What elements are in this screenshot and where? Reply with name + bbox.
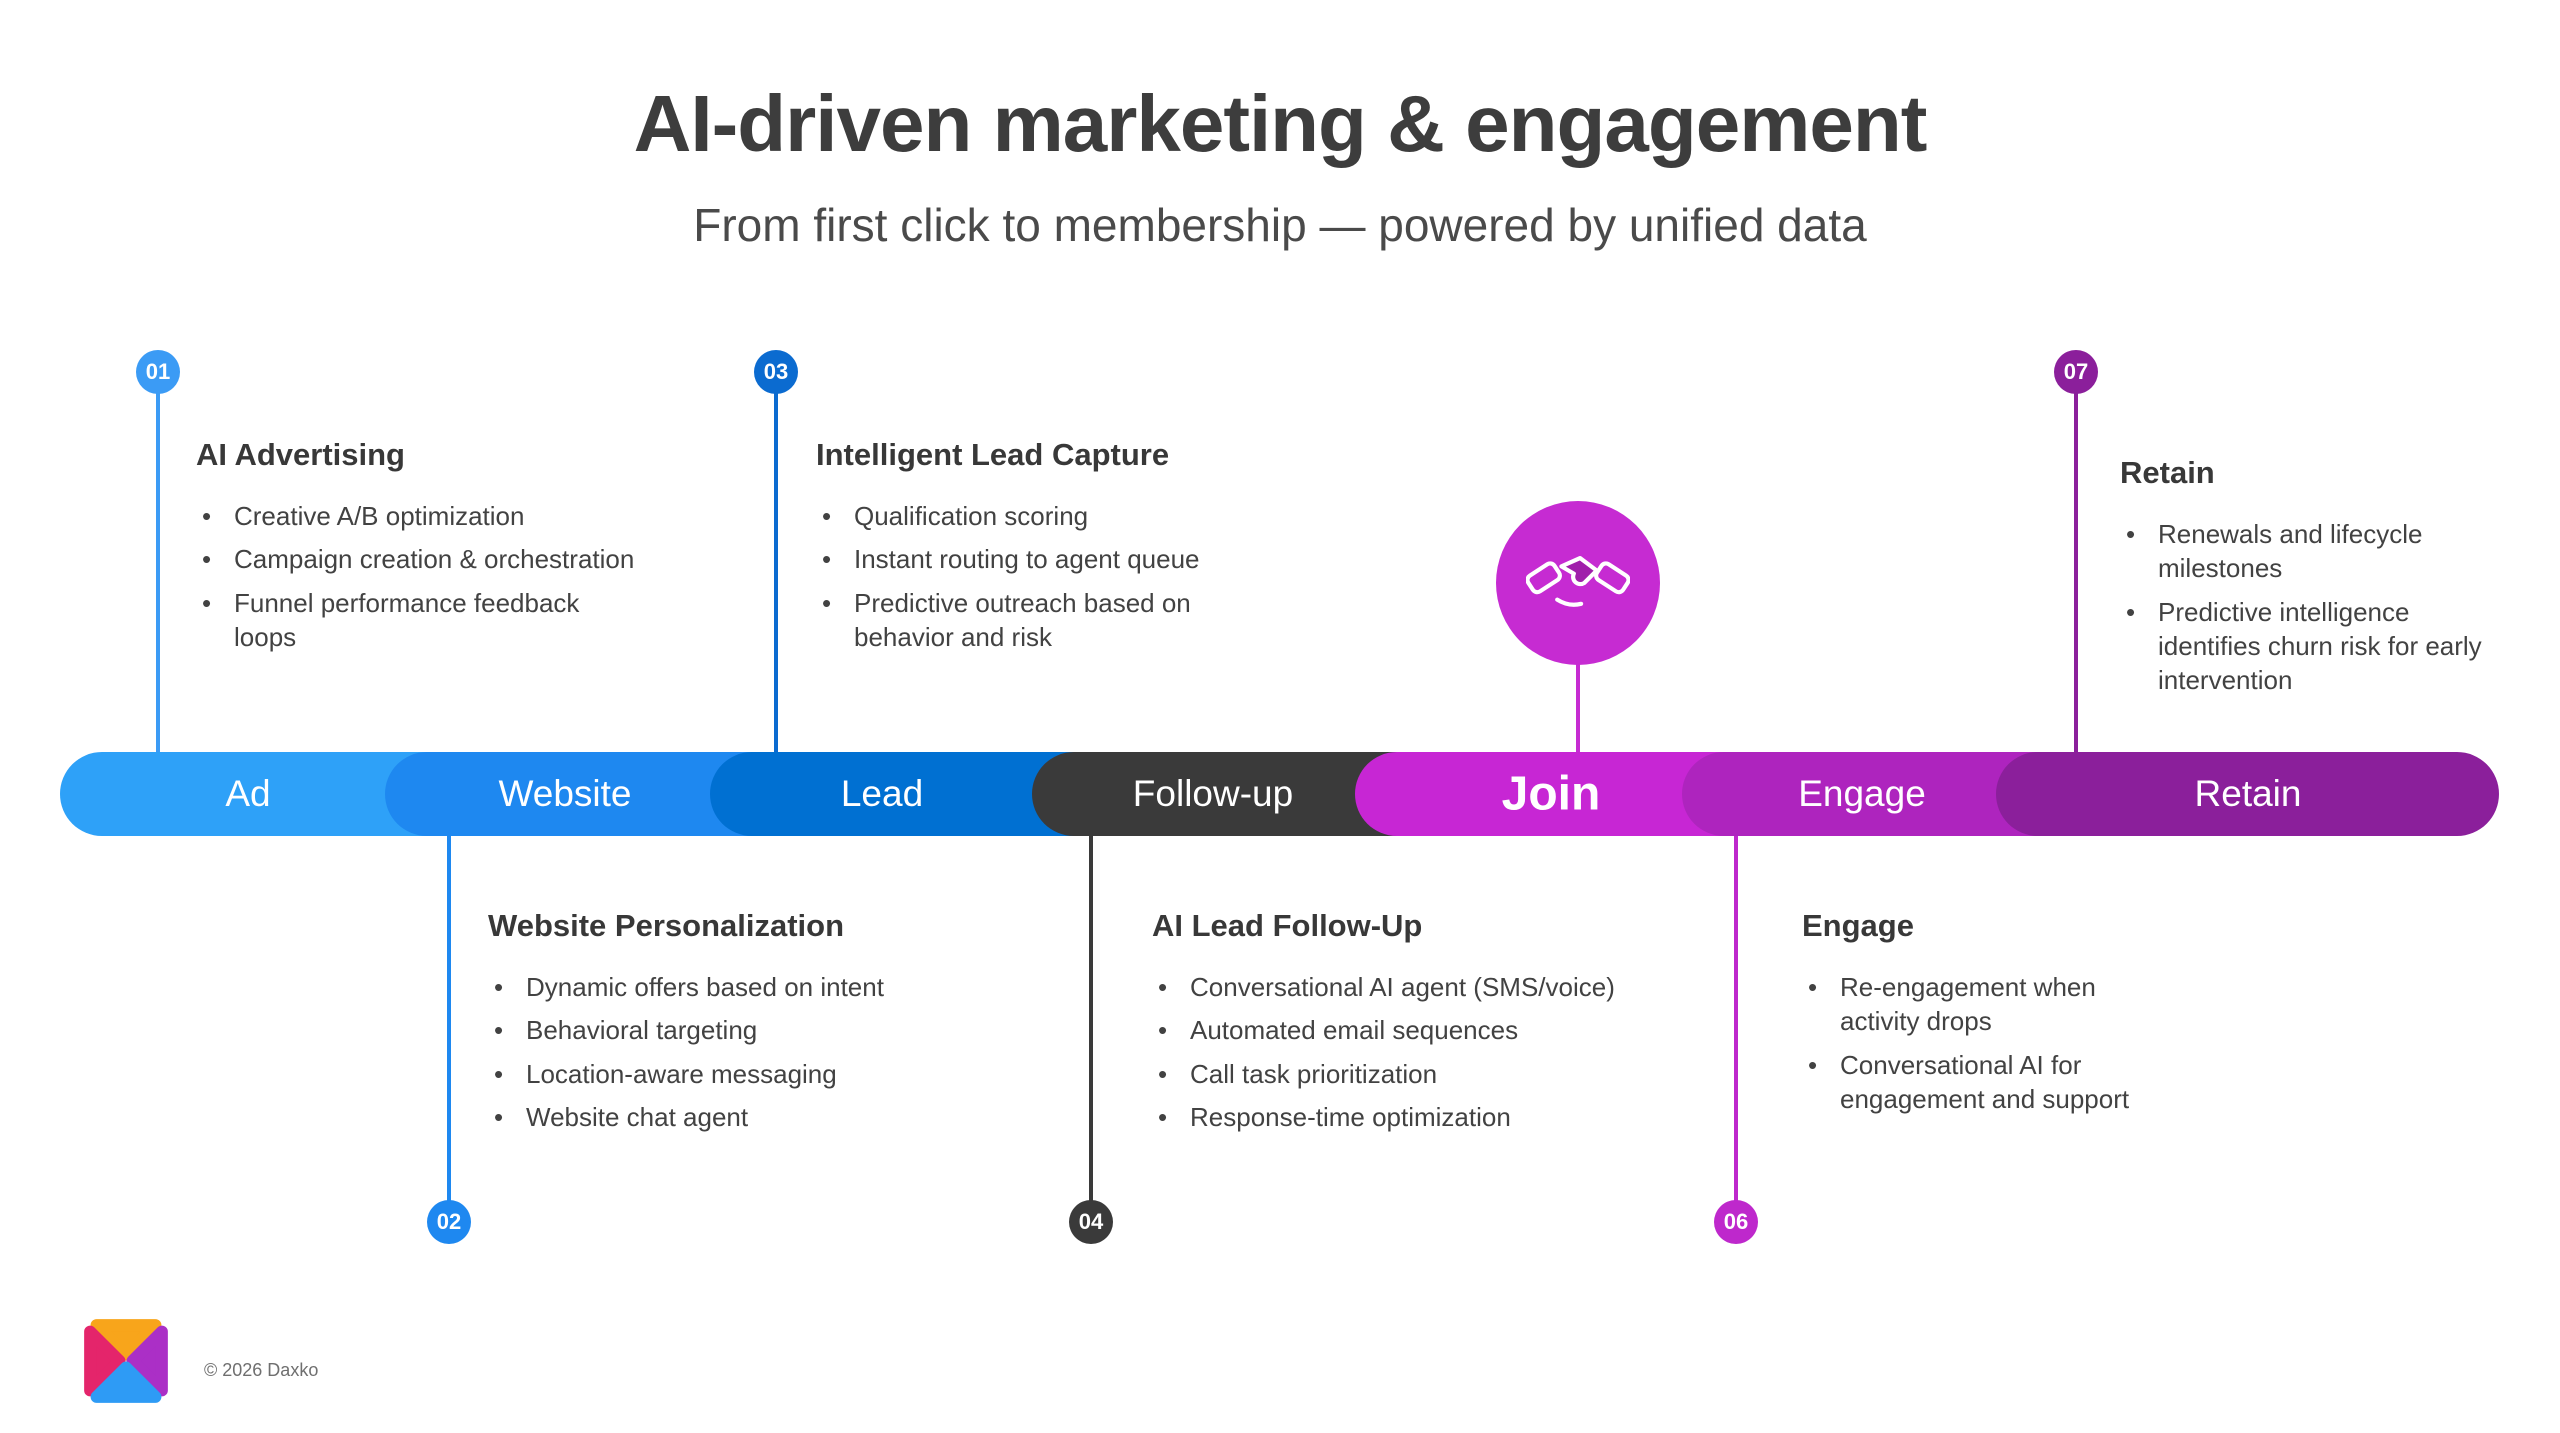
handshake-icon <box>1526 555 1630 607</box>
daxko-logo <box>84 1319 168 1403</box>
callout-ai-advertising: AI Advertising Creative A/B optimization… <box>196 437 756 663</box>
bullet-item: Instant routing to agent queue <box>816 542 1356 577</box>
callout-bullets: Renewals and lifecycle milestones Predic… <box>2120 517 2485 698</box>
bullet-item: Website chat agent <box>488 1100 1048 1135</box>
callout-title: Website Personalization <box>488 908 845 943</box>
bullet-item: Automated email sequences <box>1152 1013 1772 1048</box>
callout-title: Retain <box>2120 455 2215 490</box>
page-title: AI-driven marketing & engagement <box>633 79 1928 168</box>
callout-title: AI Lead Follow-Up <box>1152 908 1423 943</box>
callout-ai-lead-follow-up: AI Lead Follow-Up Conversational AI agen… <box>1152 908 1772 1143</box>
stage-label-website: Website <box>498 773 632 814</box>
callout-bullets: Re-engagement when activity drops Conver… <box>1802 970 2132 1116</box>
callout-engage: Engage Re-engagement when activity drops… <box>1802 908 2132 1125</box>
callout-title: Engage <box>1802 908 1914 943</box>
bullet-item: Campaign creation & orchestration <box>196 542 756 577</box>
bullet-item: Predictive intelligence identifies churn… <box>2120 595 2485 698</box>
connector-line-02 <box>447 836 451 1220</box>
stage-label-join: Join <box>1501 767 1601 821</box>
stage-pill-retain <box>1996 752 2499 836</box>
step-badge-06: 06 <box>1714 1200 1758 1244</box>
connector-line-join <box>1576 660 1580 760</box>
connector-line-04 <box>1089 836 1093 1220</box>
connector-line-07 <box>2074 372 2078 755</box>
step-badge-07: 07 <box>2054 350 2098 394</box>
join-circle <box>1496 501 1660 665</box>
bullet-item: Re-engagement when activity drops <box>1802 970 2132 1039</box>
bullet-item: Location-aware messaging <box>488 1057 1048 1092</box>
bullet-item: Creative A/B optimization <box>196 499 756 534</box>
bullet-item: Response-time optimization <box>1152 1100 1772 1135</box>
bullet-item: Qualification scoring <box>816 499 1356 534</box>
callout-bullets: Conversational AI agent (SMS/voice) Auto… <box>1152 970 1772 1135</box>
connector-line-01 <box>156 372 160 755</box>
connector-line-03 <box>774 372 778 755</box>
stage-label-engage: Engage <box>1798 773 1926 814</box>
journey-bar: Ad Website Lead Follow-up Join Engage Re… <box>0 752 2560 836</box>
step-badge-01: 01 <box>136 350 180 394</box>
callout-title: AI Advertising <box>196 437 405 472</box>
bullet-item: Funnel performance feedback loops <box>196 586 644 655</box>
step-badge-02: 02 <box>427 1200 471 1244</box>
step-badge-04: 04 <box>1069 1200 1113 1244</box>
callout-title: Intelligent Lead Capture <box>816 437 1170 472</box>
stage-label-follow-up: Follow-up <box>1132 773 1294 814</box>
callout-retain: Retain Renewals and lifecycle milestones… <box>2120 455 2485 707</box>
bullet-item: Conversational AI agent (SMS/voice) <box>1152 970 1772 1005</box>
stage-label-lead: Lead <box>840 773 924 814</box>
callout-bullets: Creative A/B optimization Campaign creat… <box>196 499 756 654</box>
stage-label-ad: Ad <box>225 773 271 814</box>
bullet-item: Renewals and lifecycle milestones <box>2120 517 2485 586</box>
stage-label-retain: Retain <box>2194 773 2302 814</box>
bullet-item: Call task prioritization <box>1152 1057 1772 1092</box>
callout-intelligent-lead-capture: Intelligent Lead Capture Qualification s… <box>816 437 1356 663</box>
bullet-item: Behavioral targeting <box>488 1013 1048 1048</box>
callout-bullets: Dynamic offers based on intent Behaviora… <box>488 970 1048 1135</box>
page-subtitle: From first click to membership — powered… <box>693 199 1867 251</box>
bullet-item: Conversational AI for engagement and sup… <box>1802 1048 2132 1117</box>
callout-bullets: Qualification scoring Instant routing to… <box>816 499 1356 654</box>
callout-website-personalization: Website Personalization Dynamic offers b… <box>488 908 1048 1143</box>
step-badge-03: 03 <box>754 350 798 394</box>
bullet-item: Dynamic offers based on intent <box>488 970 1048 1005</box>
copyright-text: © 2026 Daxko <box>204 1360 319 1380</box>
bullet-item: Predictive outreach based on behavior an… <box>816 586 1284 655</box>
